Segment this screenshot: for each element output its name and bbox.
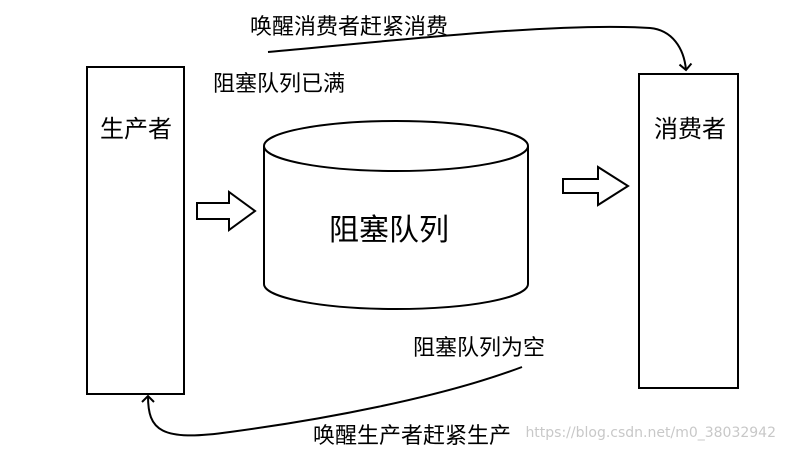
producer-label: 生产者: [100, 115, 172, 143]
flow-arrow-producer-to-queue: [196, 190, 257, 232]
queue-full-text: 阻塞队列已满: [213, 72, 345, 97]
wake-consumer-arrow: [267, 25, 693, 72]
wake-producer-text: 唤醒生产者赶紧生产: [313, 424, 511, 449]
consumer-box: [638, 73, 739, 389]
flow-arrow-queue-to-consumer: [562, 165, 630, 207]
queue-empty-text: 阻塞队列为空: [413, 336, 545, 361]
watermark-text: https://blog.csdn.net/m0_38032942: [525, 425, 776, 441]
wake-consumer-text: 唤醒消费者赶紧消费: [250, 15, 448, 40]
consumer-label: 消费者: [654, 115, 726, 143]
producer-box: [86, 66, 185, 395]
wake-producer-arrow: [141, 366, 523, 437]
blocking-queue-cylinder: [263, 120, 529, 310]
queue-label: 阻塞队列: [329, 213, 449, 248]
